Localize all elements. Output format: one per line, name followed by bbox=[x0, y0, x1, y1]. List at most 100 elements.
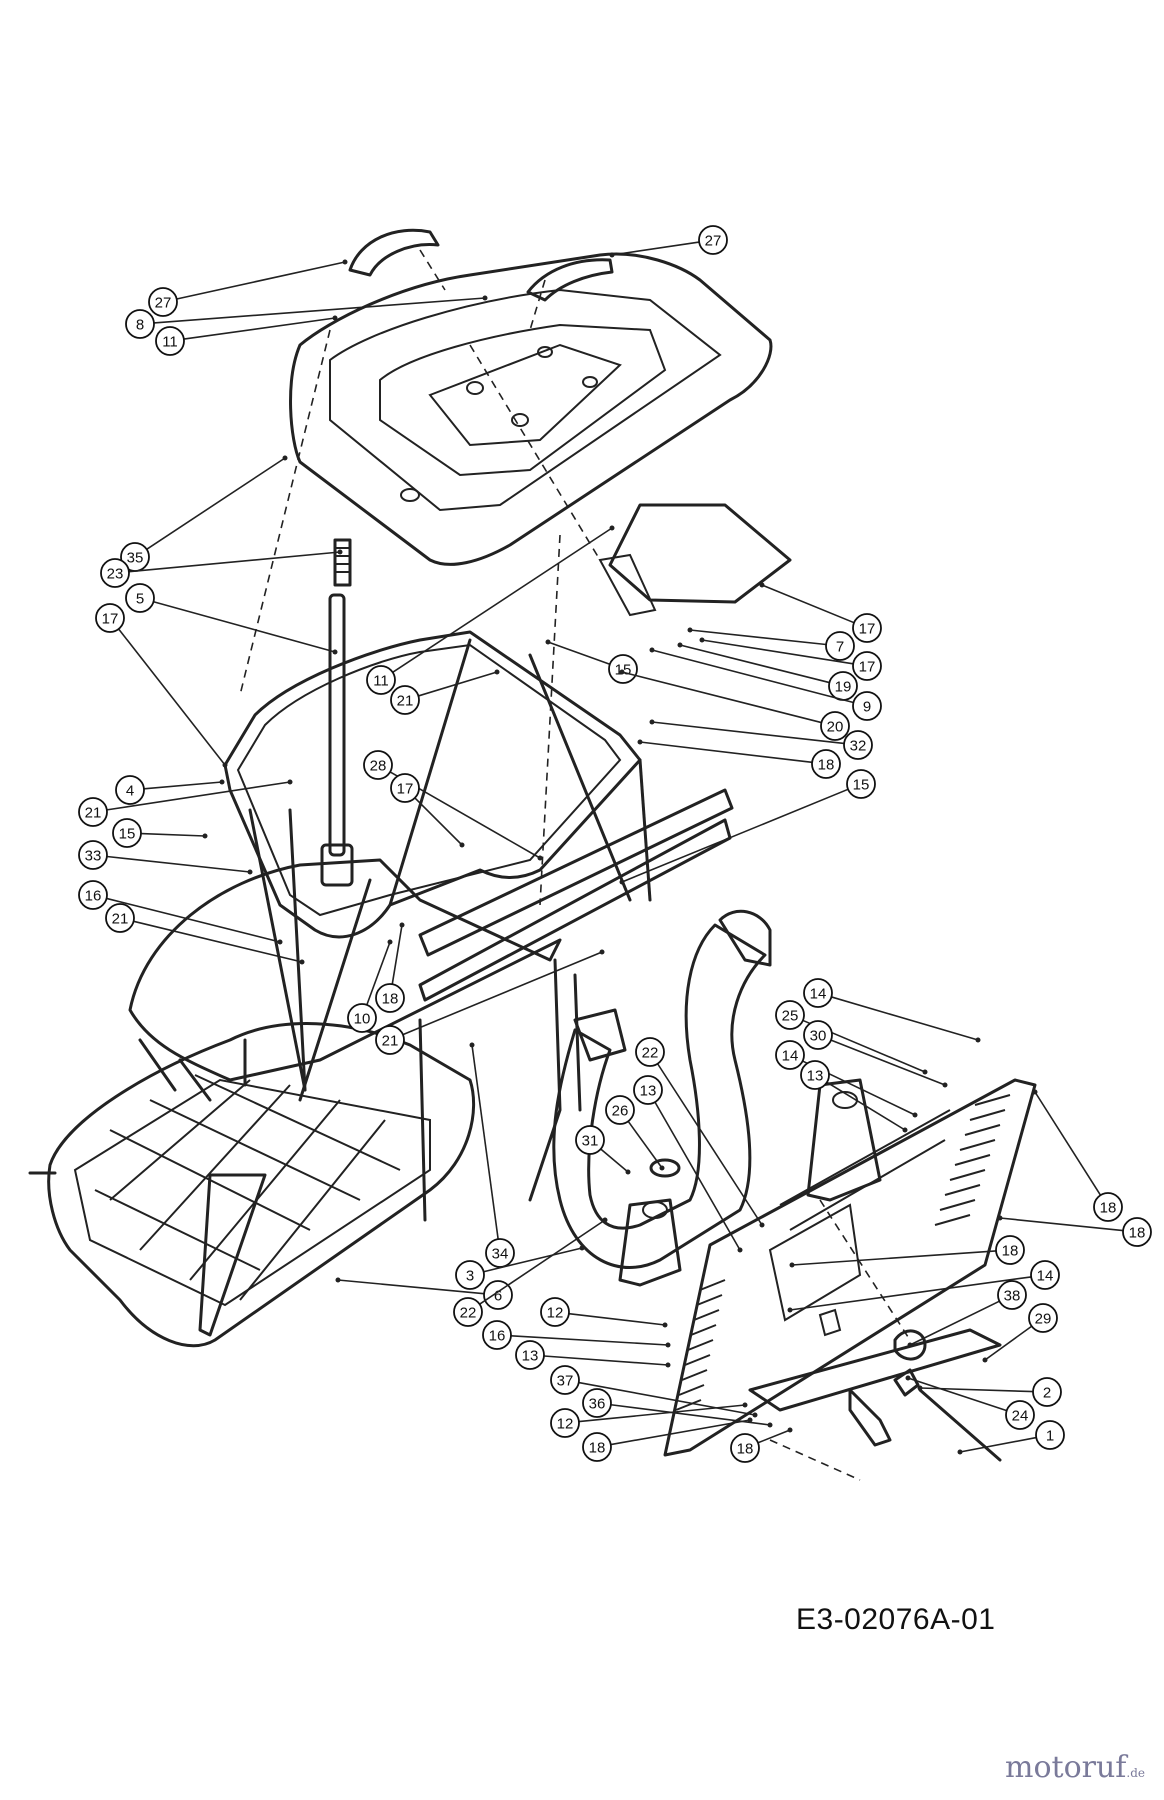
callout-leader-line bbox=[679, 644, 830, 684]
callout-leader-line bbox=[656, 1063, 763, 1226]
callout-leader-tip bbox=[737, 1247, 743, 1253]
callout-leader-line bbox=[919, 1387, 1034, 1393]
callout-label: 18 bbox=[382, 991, 399, 1008]
callout-leader-line bbox=[621, 788, 849, 883]
callout-label: 14 bbox=[782, 1048, 799, 1065]
callout-circle bbox=[515, 1340, 545, 1370]
callout-leader-line bbox=[391, 924, 403, 985]
seat-bracket bbox=[598, 503, 792, 617]
callout-leader-line bbox=[547, 641, 611, 666]
callout-group: 2727811352351711211517717199203218154281… bbox=[78, 225, 1152, 1463]
callout-label: 14 bbox=[1037, 1268, 1054, 1285]
callout-label: 29 bbox=[1035, 1311, 1052, 1328]
callout-leader-tip bbox=[912, 1112, 918, 1118]
callout-34: 34 bbox=[469, 1042, 515, 1268]
callout-circle bbox=[820, 711, 850, 741]
callout-33: 33 bbox=[78, 840, 253, 875]
callout-label: 8 bbox=[136, 317, 144, 334]
callout-21: 21 bbox=[78, 779, 293, 827]
callout-leader-tip bbox=[602, 1217, 608, 1223]
callout-label: 16 bbox=[489, 1328, 506, 1345]
callout-circle bbox=[852, 651, 882, 681]
callout-circle bbox=[775, 1040, 805, 1070]
callout-circle bbox=[852, 691, 882, 721]
callout-leader-tip bbox=[482, 295, 488, 301]
callout-label: 18 bbox=[1100, 1200, 1117, 1217]
callout-label: 16 bbox=[85, 888, 102, 905]
callout-label: 23 bbox=[107, 566, 124, 583]
callout-label: 12 bbox=[547, 1305, 564, 1322]
callout-leader-line bbox=[471, 1044, 499, 1240]
callout-circle bbox=[633, 1075, 663, 1105]
callout-leader-line bbox=[578, 1404, 746, 1423]
callout-leader-tip bbox=[917, 1385, 923, 1391]
callout-leader-line bbox=[639, 741, 813, 764]
callout-circle bbox=[843, 730, 873, 760]
callout-label: 9 bbox=[863, 699, 871, 716]
callout-17: 17 bbox=[759, 582, 882, 643]
callout-circle bbox=[390, 685, 420, 715]
assembly-dashed-lines bbox=[239, 249, 911, 1481]
callout-leader-tip bbox=[662, 1322, 668, 1328]
callout-leader-tip bbox=[332, 649, 338, 655]
callout-5: 5 bbox=[125, 583, 338, 655]
callout-leader-tip bbox=[787, 1307, 793, 1313]
callout-leader-line bbox=[651, 721, 845, 745]
callout-32: 32 bbox=[649, 719, 873, 760]
callout-circle bbox=[390, 773, 420, 803]
callout-circle bbox=[775, 1000, 805, 1030]
callout-circle bbox=[698, 225, 728, 255]
callout-circle bbox=[375, 983, 405, 1013]
callout-circle bbox=[78, 840, 108, 870]
callout-label: 1 bbox=[1046, 1428, 1054, 1445]
callout-leader-tip bbox=[997, 1215, 1003, 1221]
callout-label: 18 bbox=[589, 1440, 606, 1457]
callout-circle bbox=[347, 1003, 377, 1033]
callout-leader-line bbox=[701, 639, 854, 665]
callout-circle bbox=[78, 880, 108, 910]
callout-8: 8 bbox=[125, 295, 488, 339]
callout-label: 14 bbox=[810, 986, 827, 1003]
callout-leader-tip bbox=[202, 833, 208, 839]
callout-leader-tip bbox=[247, 869, 253, 875]
callout-leader-line bbox=[106, 897, 281, 943]
callout-leader-tip bbox=[609, 525, 615, 531]
callout-leader-line bbox=[479, 1219, 606, 1305]
callout-circle bbox=[78, 797, 108, 827]
callout-leader-line bbox=[791, 1250, 997, 1266]
callout-label: 21 bbox=[397, 693, 414, 710]
lower-frame bbox=[128, 808, 582, 1222]
upper-frame bbox=[223, 630, 652, 939]
watermark-brand: motoruf bbox=[1005, 1750, 1127, 1785]
callout-circle bbox=[1030, 1260, 1060, 1290]
callout-circle bbox=[112, 818, 142, 848]
callout-label: 13 bbox=[522, 1348, 539, 1365]
callout-label: 20 bbox=[827, 719, 844, 736]
callout-22: 22 bbox=[635, 1037, 765, 1228]
callout-circle bbox=[800, 1060, 830, 1090]
callout-circle bbox=[582, 1432, 612, 1462]
callout-circle bbox=[1005, 1400, 1035, 1430]
callout-leader-tip bbox=[335, 1277, 341, 1283]
callout-label: 31 bbox=[582, 1133, 599, 1150]
callout-label: 15 bbox=[853, 777, 870, 794]
callout-circle bbox=[582, 1388, 612, 1418]
callout-leader-tip bbox=[619, 669, 625, 675]
callout-12: 12 bbox=[540, 1297, 668, 1328]
callout-circle bbox=[846, 769, 876, 799]
callout-35: 35 bbox=[120, 455, 288, 572]
callout-label: 11 bbox=[162, 334, 178, 351]
callout-label: 12 bbox=[557, 1416, 574, 1433]
callout-circle bbox=[482, 1320, 512, 1350]
callout-circle bbox=[455, 1260, 485, 1290]
callout-leader-line bbox=[826, 1081, 906, 1131]
callout-leader-tip bbox=[494, 669, 500, 675]
callout-leader-line bbox=[907, 1377, 1007, 1412]
callout-leader-tip bbox=[387, 939, 393, 945]
callout-leader-tip bbox=[759, 1222, 765, 1228]
callout-leader-line bbox=[133, 920, 303, 963]
callout-circle bbox=[825, 631, 855, 661]
callout-leader-tip bbox=[922, 1069, 928, 1075]
callout-label: 33 bbox=[85, 848, 102, 865]
callout-circle bbox=[375, 1025, 405, 1055]
